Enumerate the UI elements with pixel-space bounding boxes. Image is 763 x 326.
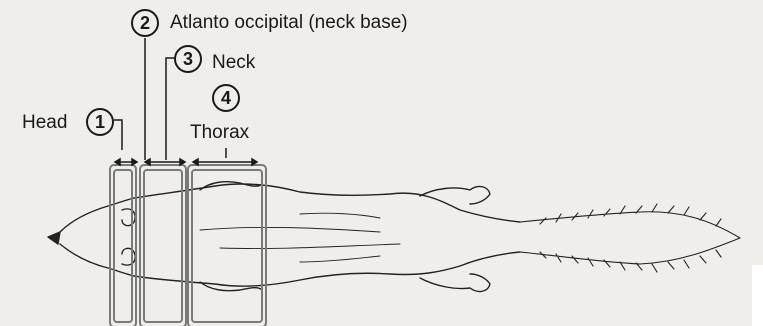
marker-3: 3 [174,45,202,73]
leader-1 [114,120,122,150]
ferret-right-ear [122,248,135,265]
ferret-shading [200,213,400,262]
ferret-illustration [48,182,740,292]
label-thorax: Thorax [190,122,249,144]
leader-3 [166,58,175,160]
thorax-bracket-outer [188,165,266,326]
head-bracket-inner [114,170,132,322]
ferret-left-ear [122,209,135,226]
thorax-bracket-inner [192,170,262,322]
ferret-front-left-leg [200,182,262,190]
marker-2: 2 [131,9,159,37]
marker-4: 4 [212,84,240,112]
region-brackets [110,165,266,326]
ferret-hind-right-leg [420,274,490,291]
label-neck: Neck [212,52,255,74]
ferret-hind-left-leg [420,187,490,204]
label-head: Head [22,112,67,134]
ferret-nose [48,232,60,244]
neck-bracket-inner [144,170,182,322]
neck-bracket-outer [140,165,186,326]
label-atlanto: Atlanto occipital (neck base) [170,12,408,34]
marker-1: 1 [86,108,114,136]
ferret-tail [520,204,740,272]
corner-blank-panel [752,265,763,326]
